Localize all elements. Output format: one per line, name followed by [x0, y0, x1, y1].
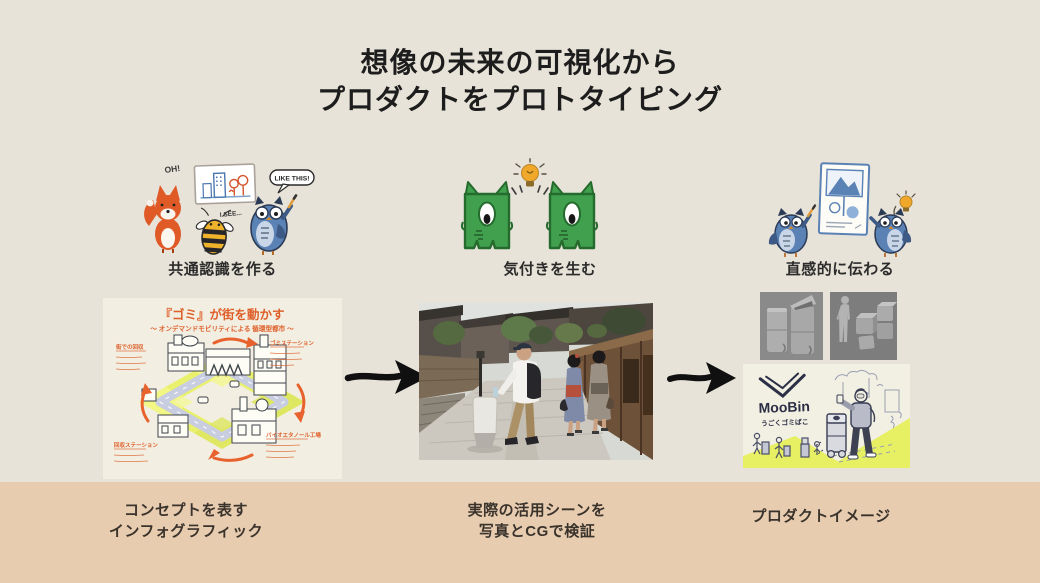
step3-label: 直感的に伝わる — [785, 261, 895, 278]
product-illustration: MooBin うごくゴミばこ — [743, 364, 910, 468]
moobin-illustration: MooBin うごくゴミばこ — [743, 364, 910, 468]
title-line-1: 想像の未来の可視化から — [360, 47, 680, 78]
infographic-image: 『ゴミ』が街を動かす 〜 オンデマンドモビリティによる 循環型都市 〜 — [102, 297, 343, 480]
step2-illustration — [452, 158, 607, 264]
green-monsters-bulb-icon — [460, 158, 599, 250]
flow-arrow-2-icon — [666, 358, 738, 398]
infographic-note-1: 街での回収 — [115, 343, 144, 351]
infographic-note-2: ゴミステーション — [270, 339, 314, 347]
product-logo: MooBin — [758, 398, 810, 416]
step2-label: 気付きを生む — [503, 261, 597, 278]
step1-caption: コンセプトを表す インフォグラフィック — [86, 500, 286, 542]
speech-i-see: I SEE... — [219, 210, 242, 219]
speech-oh: OH! — [164, 163, 181, 175]
page-title: 想像の未来の可視化から プロダクトをプロトタイピング — [0, 44, 1040, 118]
step3-caption: プロダクトイメージ — [721, 506, 921, 527]
step1-label: 共通認識を作る — [168, 261, 277, 278]
step3-illustration — [752, 160, 927, 260]
speech-like-this: LIKE THIS! — [274, 176, 309, 183]
concept-infographic: 『ゴミ』が街を動かす 〜 オンデマンドモビリティによる 循環型都市 〜 — [102, 297, 343, 480]
cg-render-bins — [760, 292, 823, 360]
fox-bee-owl-whiteboard-icon: OH! I SEE... — [144, 163, 315, 255]
step1-caption-line1: コンセプトを表す — [123, 502, 248, 519]
flow-arrow-1-icon — [343, 356, 431, 398]
street-photo — [419, 303, 653, 460]
step1-illustration: OH! I SEE... — [137, 156, 315, 264]
kyoto-street-scene — [419, 303, 653, 460]
infographic-title: 『ゴミ』が街を動かす — [159, 307, 284, 322]
owls-poster-icon — [768, 162, 916, 257]
step2-caption-line2: 写真とCGで検証 — [478, 523, 596, 540]
infographic-note-4: バイオエタノール工場 — [266, 431, 321, 439]
title-line-2: プロダクトをプロトタイピング — [316, 84, 723, 115]
infographic-subtitle: 〜 オンデマンドモビリティによる 循環型都市 〜 — [150, 324, 294, 333]
step2-caption-line1: 実際の活用シーンを — [467, 502, 607, 519]
infographic-note-3: 回収ステーション — [114, 441, 158, 449]
product-tagline: うごくゴミばこ — [761, 417, 809, 428]
step3-caption-line1: プロダクトイメージ — [751, 508, 891, 525]
bottom-band — [0, 482, 1040, 583]
cg-render-scale-figure — [830, 292, 897, 360]
step1-caption-line2: インフォグラフィック — [108, 523, 264, 540]
step2-caption: 実際の活用シーンを 写真とCGで検証 — [437, 500, 637, 542]
